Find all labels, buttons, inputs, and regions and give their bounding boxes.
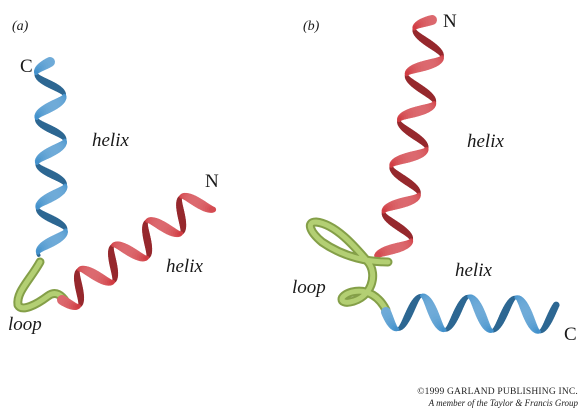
panel-a-helix-lower-label: helix <box>166 256 203 277</box>
panel-a-loop-label: loop <box>8 314 42 335</box>
panel-b-n-terminus: N <box>443 11 457 32</box>
panel-b-label: (b) <box>303 19 320 34</box>
panel-b-helix-lower-label: helix <box>455 260 492 281</box>
panel-b-red-helix <box>374 251 381 259</box>
panel-b-helix-upper-label: helix <box>467 131 504 152</box>
copyright-line-1: ©1999 GARLAND PUBLISHING INC. <box>417 387 578 397</box>
panel-a-n-terminus: N <box>205 171 219 192</box>
panel-b-c-terminus: C <box>564 324 577 345</box>
panel-a-c-terminus: C <box>20 56 33 77</box>
panel-b-loop-label: loop <box>292 277 326 298</box>
copyright-line-2: A member of the Taylor & Francis Group <box>428 398 578 408</box>
panel-a-loop-ribbon-highlight <box>15 259 69 311</box>
panel-a-helix-upper-label: helix <box>92 130 129 151</box>
panel-b-blue-helix <box>551 301 560 311</box>
panel-b-loop-ribbon-highlight <box>307 219 391 313</box>
panel-a-label: (a) <box>12 19 29 34</box>
